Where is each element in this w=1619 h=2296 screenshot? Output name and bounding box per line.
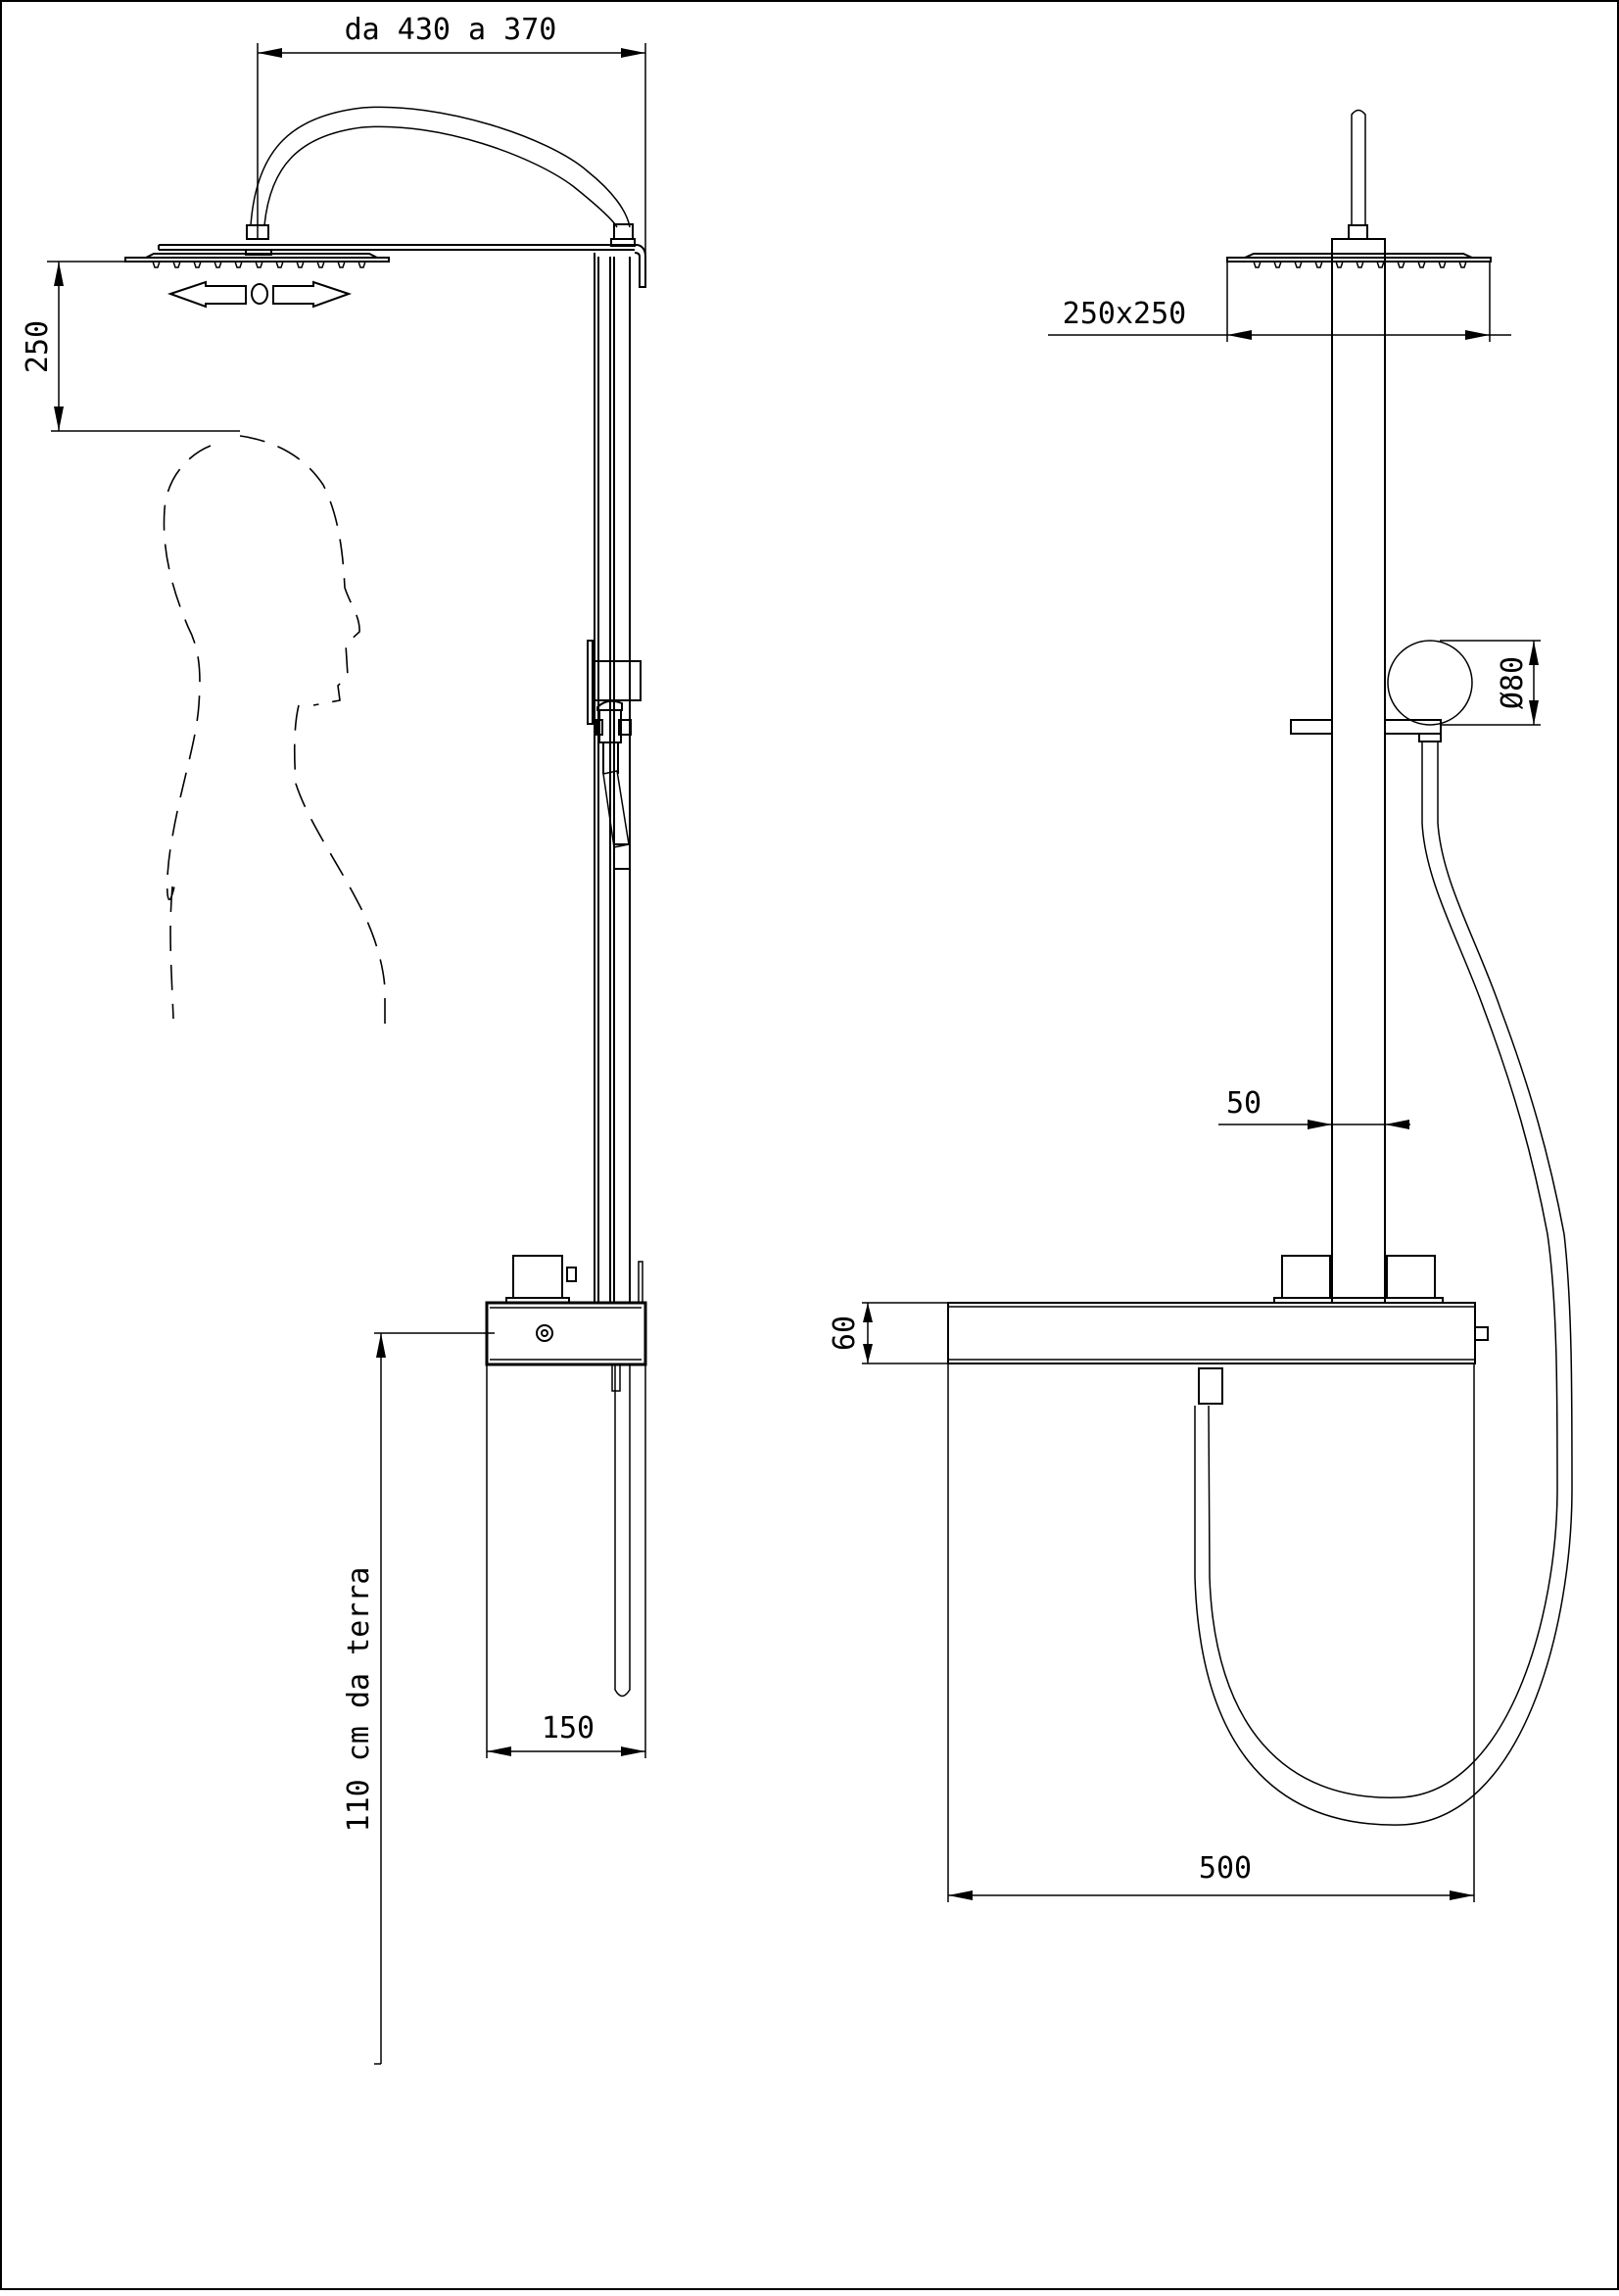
- arrow-left-icon: [258, 48, 282, 58]
- dimension-bar-width: 500: [947, 1363, 1475, 1902]
- dimension-mount-height: 110 cm da terra: [342, 1332, 495, 2065]
- dimension-label: Ø80: [1496, 656, 1530, 709]
- dimension-label: 250: [21, 320, 55, 373]
- flexible-hose: [1194, 741, 1573, 1826]
- dimension-label: 50: [1226, 1086, 1262, 1121]
- overhead-arm-hose: [246, 106, 636, 247]
- dimension-label: 500: [1199, 1851, 1252, 1886]
- dimension-arm-projection: da 430 a 370: [257, 13, 646, 264]
- dimension-head-to-user: 250: [21, 261, 240, 432]
- top-pipe: [1331, 109, 1386, 255]
- shower-arm: [158, 244, 646, 288]
- dimension-column-width: 50: [1218, 1086, 1410, 1129]
- mixer-bar-front: [947, 1255, 1489, 1364]
- dimension-label: da 430 a 370: [345, 13, 557, 47]
- shower-head-side: [124, 249, 390, 268]
- dimension-label: 110 cm da terra: [342, 1567, 376, 1833]
- dimension-label: 60: [828, 1315, 862, 1351]
- mixer-bar-side: [485, 1255, 647, 1392]
- column-side: [594, 253, 631, 1303]
- lower-hose-side: [486, 1364, 646, 1758]
- dimension-label: 250x250: [1063, 297, 1186, 331]
- dimension-bar-height: 60: [828, 1302, 948, 1364]
- shower-head-front: [1226, 253, 1492, 268]
- dimension-head-size: 250x250: [1048, 262, 1511, 342]
- user-silhouette: [163, 435, 386, 1024]
- hand-shower-slider-side: [587, 640, 642, 1293]
- dimension-label: 150: [542, 1711, 595, 1746]
- adjustment-arrows-icon: [167, 280, 353, 309]
- front-view: 250x250 Ø80: [828, 109, 1573, 1902]
- right-knob: [1386, 1255, 1436, 1299]
- left-knob: [1281, 1255, 1331, 1299]
- arrow-right-icon: [621, 48, 645, 58]
- nozzles: [1253, 261, 1467, 268]
- column-front: [1331, 254, 1386, 1303]
- side-view: da 430 a 370: [21, 13, 647, 2065]
- valve-icon: [536, 1324, 553, 1342]
- dimension-depth: 150: [487, 1711, 645, 1756]
- dimension-hand-shower-diameter: Ø80: [1440, 640, 1541, 726]
- hand-shower-front: [1290, 640, 1473, 742]
- nozzles: [152, 261, 366, 268]
